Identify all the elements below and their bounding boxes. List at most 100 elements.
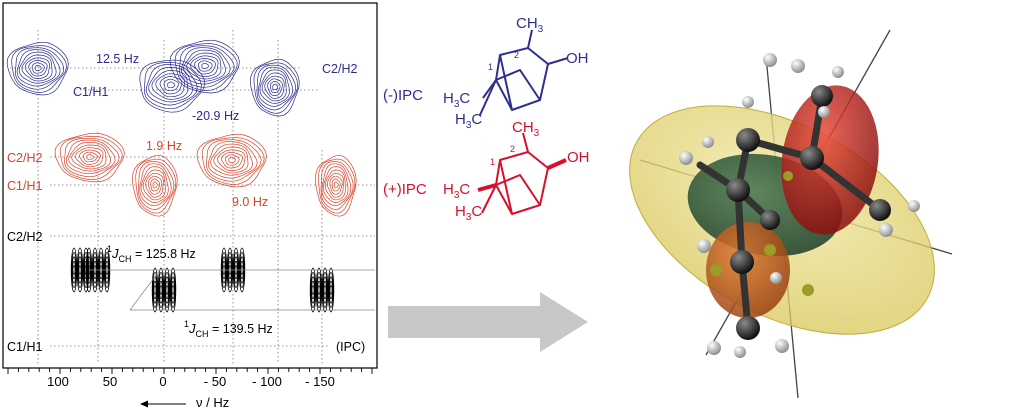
- red-contour-peak: [132, 154, 178, 217]
- black-peak: [153, 280, 157, 300]
- j-coupling-2: 1JCH = 139.5 Hz: [184, 319, 273, 339]
- plus-num-1: 1: [490, 157, 495, 167]
- red-ellipsoid: [781, 85, 879, 235]
- blue-contour-peak: [18, 51, 57, 84]
- plus-ipc-structure: [477, 132, 567, 215]
- red-contour-peak: [152, 181, 158, 189]
- minus-h3c-2: H3C: [455, 111, 482, 131]
- blue-contour-peak: [249, 58, 300, 117]
- tick-label-minus150: - 150: [305, 374, 335, 389]
- blue-contour-peak: [253, 62, 299, 114]
- blue-contour-peak: [24, 57, 50, 79]
- red-contour-peak: [75, 147, 104, 168]
- black-peak: [329, 285, 333, 295]
- black-peak: [311, 285, 315, 295]
- red-contour-peak: [221, 152, 243, 169]
- blue-contour-peak: [269, 81, 281, 93]
- red-contour-peak: [324, 169, 346, 201]
- plus-ipc-name: (+)IPC: [383, 181, 427, 198]
- black-peak: [71, 256, 77, 284]
- black-peak: [72, 260, 76, 280]
- blue-contour-peak: [143, 62, 202, 110]
- black-peak: [78, 265, 82, 275]
- blue-c1h1-label: C1/H1: [73, 85, 108, 99]
- red-contour-peak: [83, 151, 98, 163]
- black-peak: [322, 271, 328, 308]
- red-contour-peak: [225, 154, 240, 166]
- blue-j2-label: -20.9 Hz: [192, 109, 239, 123]
- black-peak: [72, 265, 76, 275]
- plus-h3c-1: H3C: [443, 181, 470, 201]
- blue-contour-peak: [34, 64, 42, 71]
- black-peak: [317, 280, 321, 300]
- tick-label-100: 100: [47, 374, 69, 389]
- red-contour-peak: [329, 175, 343, 195]
- red-c2h2-label: C2/H2: [7, 151, 42, 165]
- red-contour-peak: [147, 175, 163, 195]
- red-contour-peak: [318, 158, 356, 214]
- black-peak: [316, 276, 322, 304]
- black-peak: [158, 276, 164, 304]
- blue-contour-peak: [169, 39, 240, 94]
- blue-contour-peak: [256, 64, 296, 111]
- red-contour-peak: [323, 166, 349, 203]
- red-contour-peak: [135, 158, 177, 214]
- black-peak: [310, 271, 316, 308]
- red-contour-peak: [142, 169, 166, 201]
- red-contour-peak: [333, 181, 339, 189]
- red-contour-peak: [138, 161, 175, 210]
- black-peak: [164, 276, 170, 304]
- black-peak: [328, 276, 334, 304]
- blue-contour-peak: [267, 78, 283, 96]
- blue-contour-peak: [163, 78, 179, 92]
- blue-contours: [6, 39, 300, 117]
- red-contour-peak: [210, 143, 253, 176]
- black-peak: [328, 271, 334, 308]
- blue-contour-peak: [31, 62, 45, 74]
- tick-label-minus100: - 100: [252, 374, 282, 389]
- blue-contour-peak: [21, 54, 53, 82]
- blue-contour-peak: [179, 45, 235, 88]
- red-contour-peak: [320, 161, 354, 210]
- black-peak: [152, 271, 158, 308]
- nmr-spectrum-panel: 12.5 Hz C1/H1 -20.9 Hz C2/H2 C2/H2 C1/H1…: [2, 2, 378, 408]
- blue-contour-peak: [148, 66, 193, 103]
- blue-contour-peak: [198, 60, 213, 72]
- spectrum-frame: [2, 2, 378, 369]
- blue-contour-peak: [190, 55, 219, 77]
- blue-contour-peak: [15, 47, 65, 90]
- black-peak: [159, 280, 163, 300]
- black-peak: [317, 285, 321, 295]
- blue-contour-peak: [180, 47, 231, 85]
- red-contour-peak: [196, 133, 267, 188]
- black-peak: [71, 251, 77, 288]
- red-contour-peak: [217, 149, 246, 171]
- red-contour-peak: [150, 178, 161, 192]
- red-contour-peak: [140, 166, 169, 203]
- black-peak: [159, 285, 163, 295]
- red-contour-peak: [65, 139, 116, 175]
- right-arrow-icon: [388, 292, 588, 352]
- blue-contour-peak: [261, 72, 287, 102]
- black-peak: [171, 280, 175, 300]
- blue-contour-peak: [6, 41, 69, 96]
- x-axis-ticks: [7, 368, 373, 374]
- red-contour-peak: [331, 178, 341, 192]
- blue-contour-peak: [264, 75, 285, 99]
- red-contours: [54, 132, 357, 217]
- blue-contour-peak: [139, 59, 205, 113]
- minus-h3c-1: H3C: [443, 90, 470, 110]
- black-peak: [77, 256, 83, 284]
- red-contour-peak: [201, 137, 265, 185]
- black-peak: [169, 267, 177, 313]
- red-contour-peak: [59, 135, 123, 180]
- plus-num-2: 2: [510, 144, 515, 154]
- molecule-3d-model: [629, 29, 953, 399]
- blue-contour-peak: [194, 58, 216, 75]
- blue-contour-peak: [186, 52, 222, 80]
- black-peak: [316, 271, 322, 308]
- red-contour-peak: [228, 156, 236, 163]
- red-c1h1-label: C1/H1: [7, 179, 42, 193]
- red-contour-peak: [79, 149, 101, 165]
